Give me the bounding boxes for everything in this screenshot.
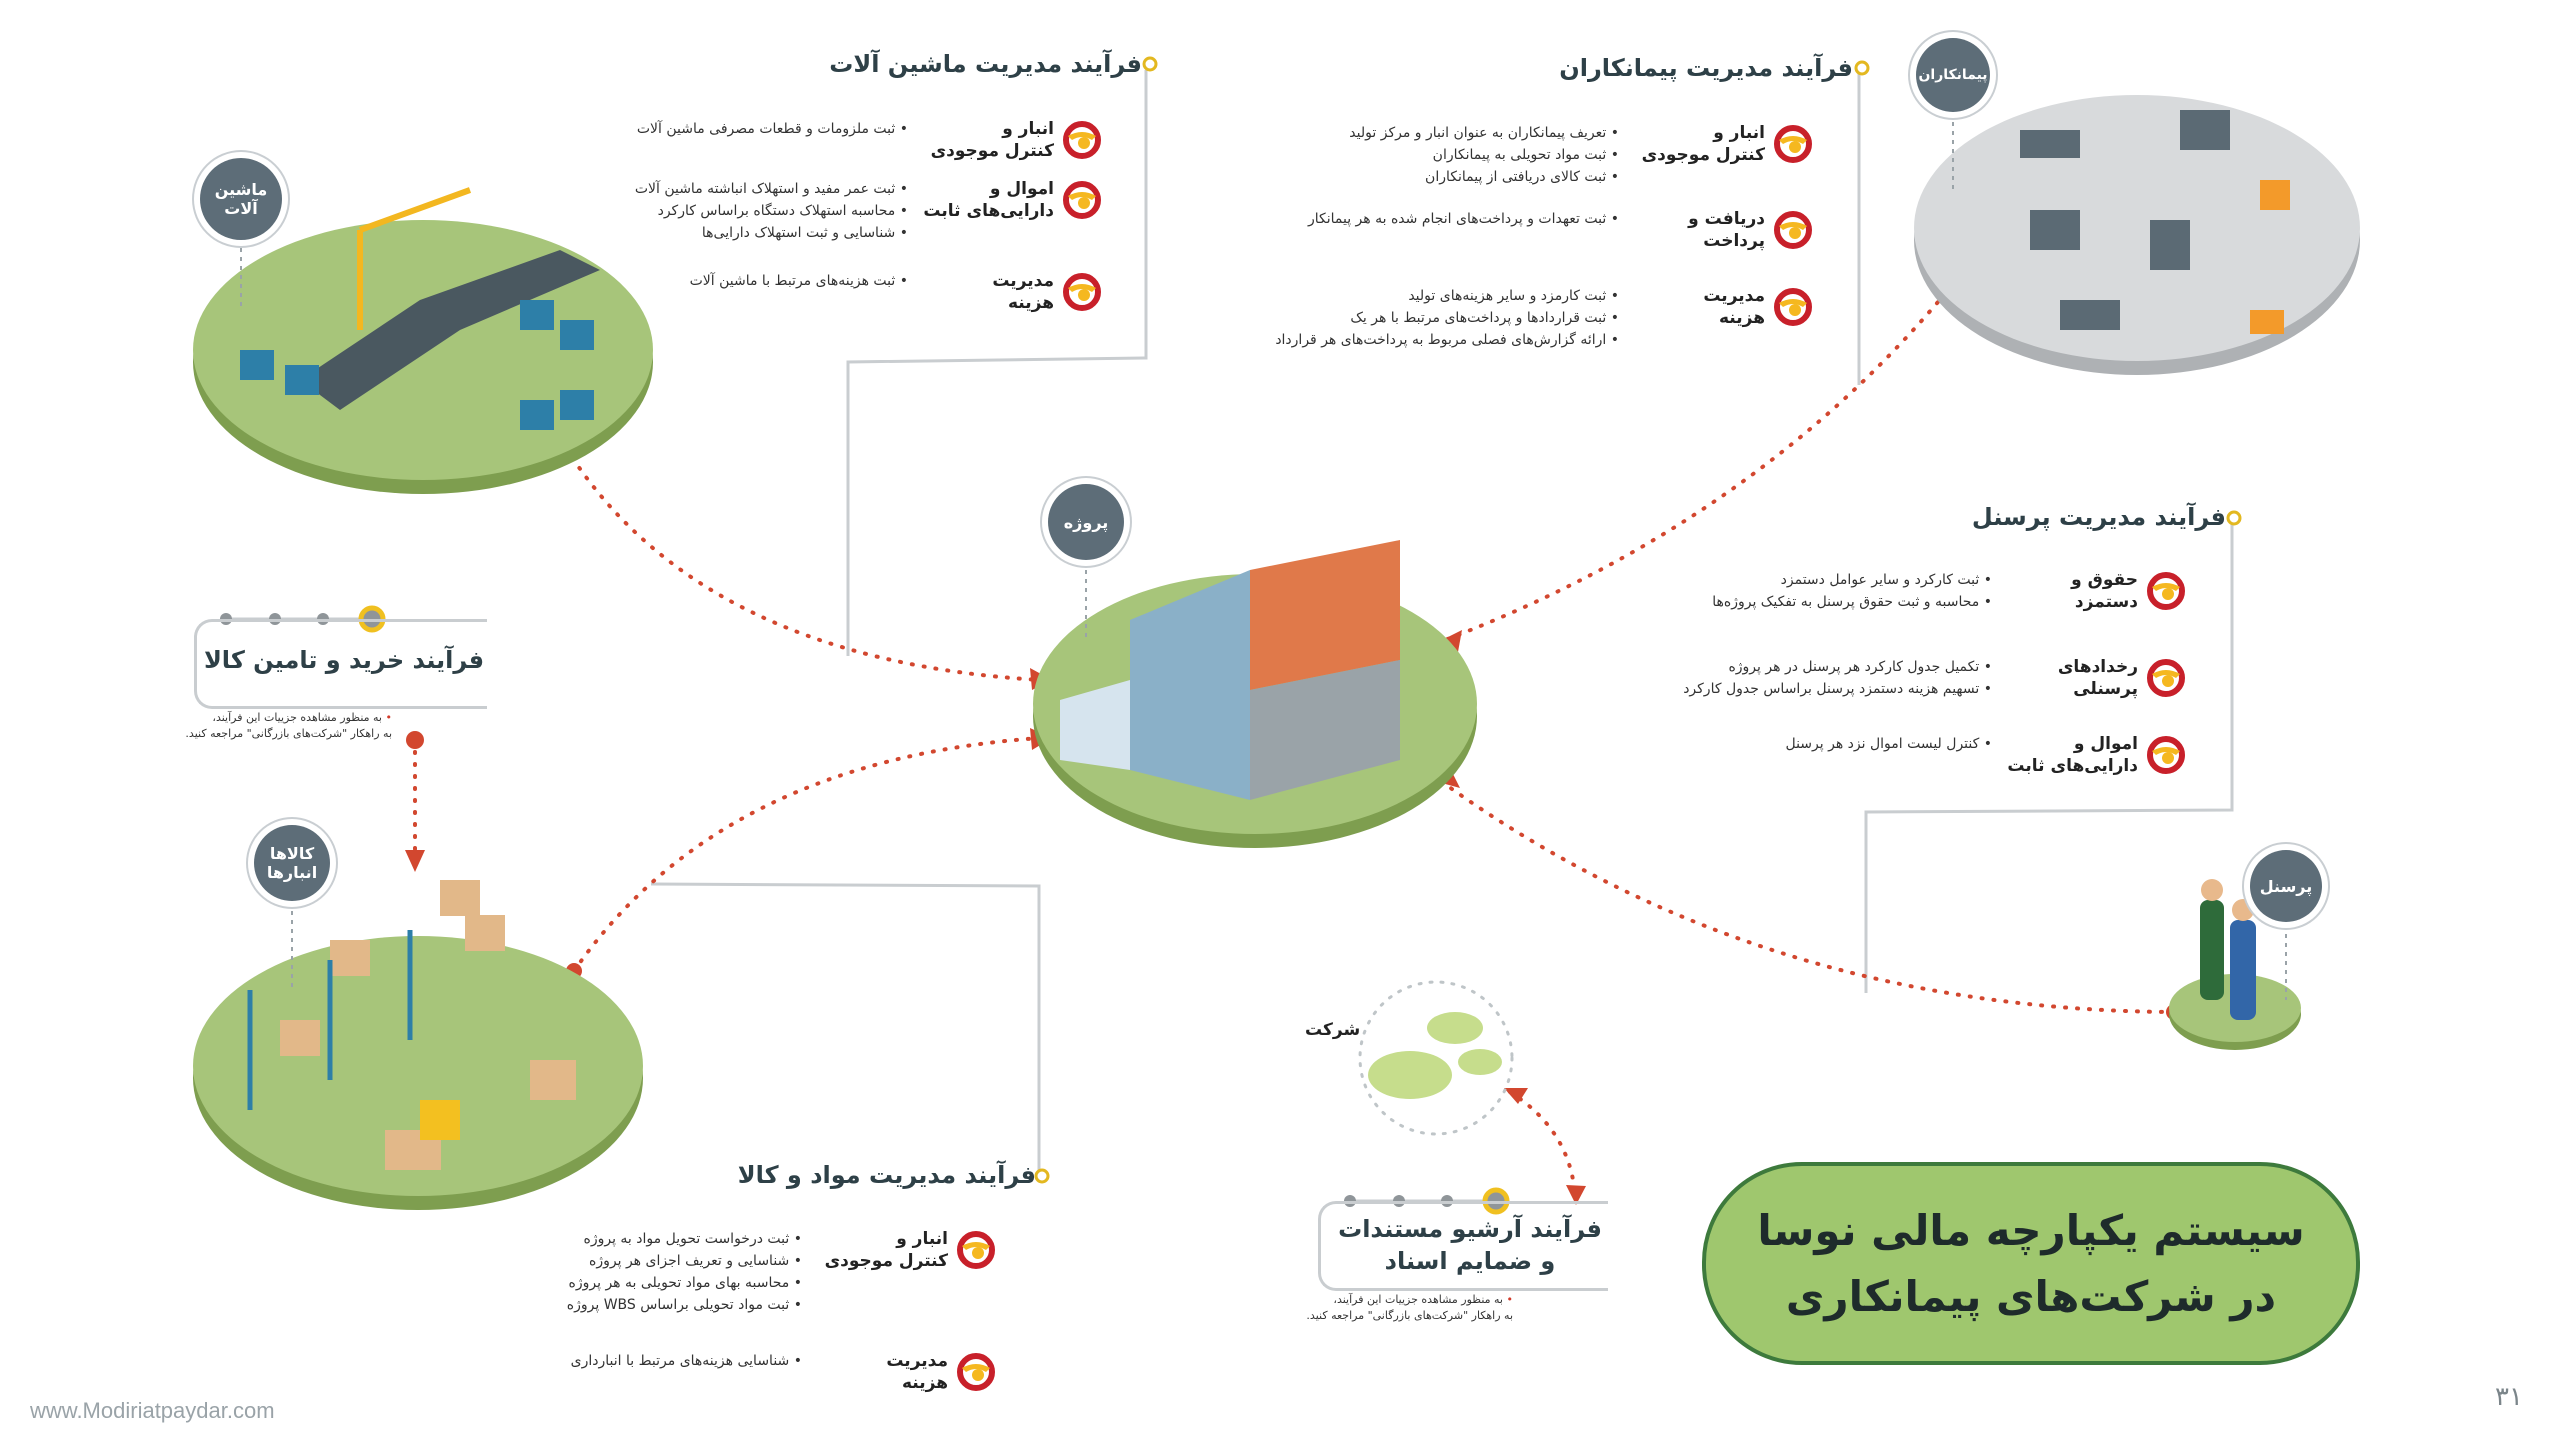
note-line: به راهکار "شرکت‌های بازرگانی" مراجعه کنی… [185, 727, 392, 740]
personnel-events-icon [2146, 658, 2186, 698]
section-title-dots [1034, 56, 2242, 1184]
cost-management-icon [1773, 287, 1813, 327]
badge-contractors: پیمانکاران [1916, 38, 1990, 112]
title-line: و ضمایم اسناد [1384, 1247, 1556, 1275]
note-line: به راهکار "شرکت‌های بازرگانی" مراجعه کنی… [1306, 1309, 1513, 1322]
company-label: شرکت [1305, 1020, 1361, 1040]
purchase-process-title: فرآیند خرید و تامین کالا [203, 646, 485, 674]
bullet-list: کنترل لیست اموال نزد هر پرسنل [1785, 733, 1992, 755]
bullet-item: ثبت عمر مفید و استهلاک انباشته ماشین آلا… [635, 178, 908, 200]
cost-management-icon [1062, 272, 1102, 312]
bullet-item: محاسبه بهای مواد تحویلی به هر پروژه [567, 1272, 802, 1294]
badge-label: پروژه [1063, 512, 1109, 532]
bullet-item: ثبت ملزومات و قطعات مصرفی ماشین آلات [637, 118, 908, 140]
badge-label: پیمانکاران [1918, 66, 1988, 83]
bullet-item: ثبت مواد تحویلی براساس WBS پروژه [567, 1294, 802, 1316]
bullet-item: ثبت هزینه‌های مرتبط با ماشین آلات [690, 270, 908, 292]
purchase-process-note: • به منظور مشاهده جزییات این فرآیند،به ر… [185, 711, 392, 740]
bullet-list: ثبت ملزومات و قطعات مصرفی ماشین آلات [637, 118, 908, 140]
inventory-icon [956, 1230, 996, 1270]
project-platform [1033, 540, 1477, 848]
bullet-item: ثبت قراردادها و پرداخت‌های مرتبط با هر ی… [1275, 307, 1619, 329]
bullet-list: ثبت تعهدات و پرداخت‌های انجام شده به هر … [1308, 208, 1619, 230]
bullet-list: تعریف پیمانکاران به عنوان انبار و مرکز ت… [1349, 122, 1619, 188]
bullet-item: تعریف پیمانکاران به عنوان انبار و مرکز ت… [1349, 122, 1619, 144]
bullet-list: تکمیل جدول کارکرد هر پرسنل در هر پروژهتس… [1683, 656, 1992, 700]
bullet-item: شناسایی هزینه‌های مرتبط با انبارداری [571, 1350, 802, 1372]
bullet-item: ثبت کالای دریافتی از پیمانکاران [1349, 166, 1619, 188]
badge-label: کالاها انبارها [266, 844, 318, 882]
bullet-item: ثبت درخواست تحویل مواد به پروژه [567, 1228, 802, 1250]
section-title: فرآیند مدیریت مواد و کالا [737, 1161, 1036, 1189]
badge-personnel: پرسنل [2250, 850, 2322, 922]
bullet-item: کنترل لیست اموال نزد هر پرسنل [1785, 733, 1992, 755]
archive-process-title: فرآیند آرشیو مستندات و ضمایم اسناد [1320, 1213, 1620, 1277]
payment-icon [1773, 210, 1813, 250]
bullet-list: ثبت کارمزد و سایر هزینه‌های تولیدثبت قرا… [1275, 285, 1619, 351]
contractors-platform [1914, 95, 2360, 375]
badge-label: ماشین آلات [214, 180, 268, 218]
title-line: فرآیند آرشیو مستندات [1338, 1215, 1602, 1243]
section-title: فرآیند مدیریت ماشین آلات [829, 50, 1142, 78]
bullet-item: ثبت مواد تحویلی به پیمانکاران [1349, 144, 1619, 166]
main-title-line2: در شرکت‌های پیمانکاری [1785, 1271, 2277, 1321]
cost-management-icon [956, 1352, 996, 1392]
archive-process-box[interactable] [1318, 1201, 1608, 1291]
bullet-list: ثبت عمر مفید و استهلاک انباشته ماشین آلا… [635, 178, 908, 244]
bullet-list: ثبت کارکرد و سایر عوامل دستمزدمحاسبه و ث… [1712, 569, 1992, 613]
bullet-list: ثبت درخواست تحویل مواد به پروژهشناسایی و… [567, 1228, 802, 1316]
fixed-assets-icon [2146, 735, 2186, 775]
personnel-platform [2169, 879, 2301, 1050]
note-line: به منظور مشاهده جزییات این فرآیند، [1333, 1293, 1503, 1306]
archive-process-note: • به منظور مشاهده جزییات این فرآیند،به ر… [1306, 1293, 1513, 1322]
warehouse-platform [193, 880, 643, 1210]
bullet-item: تسهیم هزینه دستمزد پرسنل براساس جدول کار… [1683, 678, 1992, 700]
main-title-line1: سیستم یکپارچه مالی نوسا [1757, 1205, 2305, 1255]
badge-label: پرسنل [2259, 876, 2313, 896]
bullet-item: ثبت کارکرد و سایر عوامل دستمزد [1712, 569, 1992, 591]
bullet-list: شناسایی هزینه‌های مرتبط با انبارداری [571, 1350, 802, 1372]
inventory-icon [1062, 120, 1102, 160]
payroll-icon [2146, 571, 2186, 611]
dotted-connectors [413, 282, 2176, 1197]
bullet-item: شناسایی و ثبت استهلاک دارایی‌ها [635, 222, 908, 244]
bullet-item: ثبت کارمزد و سایر هزینه‌های تولید [1275, 285, 1619, 307]
badge-machinery: ماشین آلات [200, 158, 282, 240]
section-connector-lines [650, 70, 2234, 1177]
badge-project: پروژه [1048, 484, 1124, 560]
bullet-list: ثبت هزینه‌های مرتبط با ماشین آلات [690, 270, 908, 292]
badge-warehouse: کالاها انبارها [254, 825, 330, 901]
note-line: به منظور مشاهده جزییات این فرآیند، [212, 711, 382, 724]
bullet-item: ارائه گزارش‌های فصلی مربوط به پرداخت‌های… [1275, 329, 1619, 351]
bullet-item: ثبت تعهدات و پرداخت‌های انجام شده به هر … [1308, 208, 1619, 230]
section-title: فرآیند مدیریت پیمانکاران [1559, 54, 1853, 82]
bullet-item: تکمیل جدول کارکرد هر پرسنل در هر پروژه [1683, 656, 1992, 678]
badge-stems [240, 122, 2287, 1000]
website-footer[interactable]: www.Modiriatpaydar.com [30, 1398, 275, 1423]
purchase-process-box[interactable] [194, 619, 487, 709]
machinery-platform [193, 187, 653, 494]
inventory-icon [1773, 124, 1813, 164]
page-number: ۳۱ [2495, 1382, 2523, 1412]
section-title: فرآیند مدیریت پرسنل [1971, 503, 2226, 531]
main-title-box: سیستم یکپارچه مالی نوسا در شرکت‌های پیما… [1702, 1162, 2360, 1365]
bullet-item: محاسبه و ثبت حقوق پرسنل به تفکیک پروژه‌ه… [1712, 591, 1992, 613]
company-platform [1358, 980, 1514, 1136]
bullet-item: محاسبه استهلاک دستگاه براساس کارکرد [635, 200, 908, 222]
fixed-assets-icon [1062, 180, 1102, 220]
bullet-item: شناسایی و تعریف اجزای هر پروژه [567, 1250, 802, 1272]
